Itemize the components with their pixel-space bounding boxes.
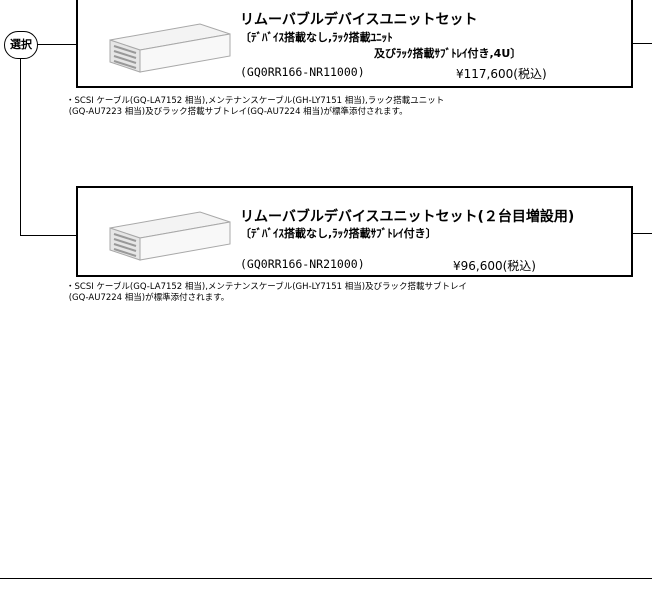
note-line: ・SCSI ケーブル(GQ-LA7152 相当),メンテナンスケーブル(GH-L… bbox=[66, 282, 468, 292]
tree-branch-1 bbox=[36, 44, 76, 45]
device-unit-image bbox=[109, 211, 231, 261]
tree-branch-2 bbox=[20, 235, 76, 236]
tree-right-stub-2 bbox=[632, 233, 652, 234]
product-card-2[interactable]: リムーバブルデバイスユニットセット(２台目増設用) 〔ﾃﾞﾊﾞｲｽ搭載なし,ﾗｯ… bbox=[76, 186, 633, 277]
note-line: (GQ-AU7224 相当)が標準添付されます。 bbox=[66, 293, 230, 303]
note-line: ・SCSI ケーブル(GQ-LA7152 相当),メンテナンスケーブル(GH-L… bbox=[66, 96, 445, 106]
product-model-number: (GQ0RR166-NR11000) bbox=[240, 65, 365, 79]
product-model-number: (GQ0RR166-NR21000) bbox=[240, 257, 365, 271]
product-card-1[interactable]: リムーバブルデバイスユニットセット 〔ﾃﾞﾊﾞｲｽ搭載なし,ﾗｯｸ搭載ﾕﾆｯﾄ … bbox=[76, 0, 633, 88]
product-price: ¥117,600(税込) bbox=[456, 67, 547, 81]
note-line: (GQ-AU7223 相当)及びラック搭載サブトレイ(GQ-AU7224 相当)… bbox=[66, 107, 408, 117]
product-note-2: ・SCSI ケーブル(GQ-LA7152 相当),メンテナンスケーブル(GH-L… bbox=[66, 282, 467, 304]
selection-badge-label: 選択 bbox=[10, 38, 32, 51]
product-title: リムーバブルデバイスユニットセット bbox=[240, 12, 478, 28]
device-unit-image bbox=[109, 23, 231, 73]
tree-right-stub-1 bbox=[632, 43, 652, 44]
product-spec-line-1: 〔ﾃﾞﾊﾞｲｽ搭載なし,ﾗｯｸ搭載ﾕﾆｯﾄ bbox=[240, 31, 393, 44]
product-title: リムーバブルデバイスユニットセット(２台目増設用) bbox=[240, 209, 575, 225]
product-note-1: ・SCSI ケーブル(GQ-LA7152 相当),メンテナンスケーブル(GH-L… bbox=[66, 96, 444, 118]
page-bottom-rule bbox=[0, 578, 652, 579]
product-spec-line-2: 及びﾗｯｸ搭載ｻﾌﾞﾄﾚｲ付き,4U〕 bbox=[374, 47, 522, 60]
product-spec-line-1: 〔ﾃﾞﾊﾞｲｽ搭載なし,ﾗｯｸ搭載ｻﾌﾞﾄﾚｲ付き〕 bbox=[240, 227, 437, 240]
tree-vertical-line bbox=[20, 58, 21, 236]
selection-badge: 選択 bbox=[4, 31, 38, 59]
product-price: ¥96,600(税込) bbox=[453, 259, 536, 273]
